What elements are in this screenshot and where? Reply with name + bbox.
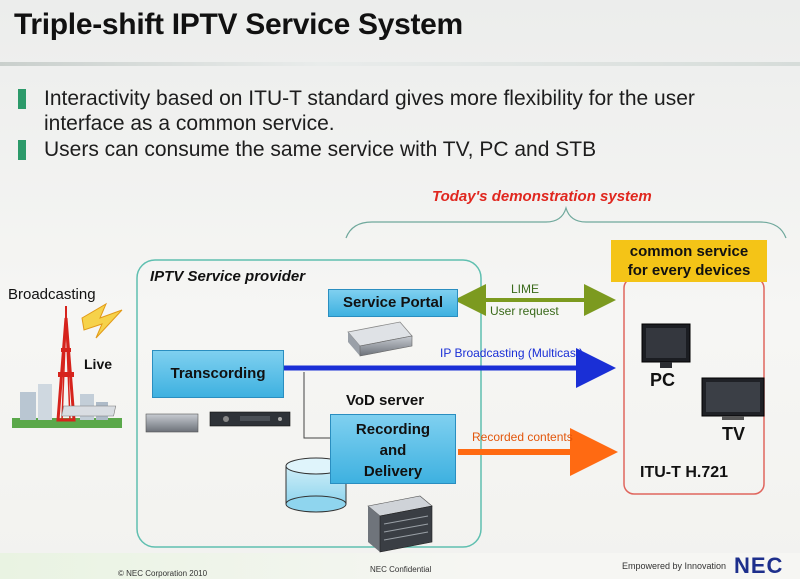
user-request-label: User request: [490, 304, 559, 318]
ip-broadcasting-label: IP Broadcasting (Multicast): [440, 346, 584, 360]
pc-monitor-icon: [641, 323, 691, 368]
bullet-2-text: Users can consume the same service with …: [44, 138, 597, 161]
common-service-line-1: common service: [629, 243, 749, 260]
nec-logo: NEC: [734, 553, 784, 578]
bullet-1: Interactivity based on ITU-T standard gi…: [18, 86, 778, 136]
bullet-marker: [18, 89, 26, 109]
bullet-1-text: Interactivity based on ITU-T standard gi…: [44, 87, 695, 135]
common-service-label: common service for every devices: [611, 240, 767, 282]
transcording-box: Transcording: [152, 350, 284, 398]
pc-label: PC: [650, 370, 676, 390]
recording-line-3: Delivery: [363, 463, 423, 480]
service-portal-box: Service Portal: [328, 289, 458, 317]
vod-storage-icon: [367, 495, 433, 553]
tv-label: TV: [722, 424, 746, 444]
live-label: Live: [84, 356, 113, 372]
bullet-2: Users can consume the same service with …: [18, 137, 778, 162]
vod-server-label: VoD server: [346, 392, 425, 409]
transcoder-device-icon: [61, 405, 199, 433]
demo-system-label: Today's demonstration system: [432, 188, 652, 205]
tv-icon: [701, 377, 765, 420]
demo-brace: [345, 205, 787, 239]
confidential-text: NEC Confidential: [370, 565, 432, 574]
slide-title: Triple-shift IPTV Service System: [14, 8, 463, 41]
lightning-icon: [81, 302, 123, 339]
recording-delivery-box: Recording and Delivery: [330, 414, 456, 484]
provider-region: [136, 259, 482, 548]
recorded-contents-label: Recorded contents: [472, 430, 573, 444]
tagline-text: Empowered by Innovation: [622, 561, 727, 571]
title-divider: [0, 62, 800, 66]
recording-line-2: and: [379, 442, 407, 459]
bullet-marker: [18, 140, 26, 160]
encoder-device-icon: [209, 411, 291, 427]
broadcasting-label: Broadcasting: [8, 286, 96, 303]
provider-label: IPTV Service provider: [150, 268, 306, 285]
lime-label: LIME: [511, 282, 540, 296]
standard-label: ITU-T H.721: [640, 464, 729, 481]
internal-connector: [303, 372, 332, 439]
copyright-text: © NEC Corporation 2010: [118, 569, 208, 578]
common-service-line-2: for every devices: [627, 262, 751, 279]
footer: © NEC Corporation 2010 NEC Confidential …: [0, 553, 800, 579]
recording-line-1: Recording: [355, 421, 431, 438]
portal-server-icon: [347, 321, 413, 357]
